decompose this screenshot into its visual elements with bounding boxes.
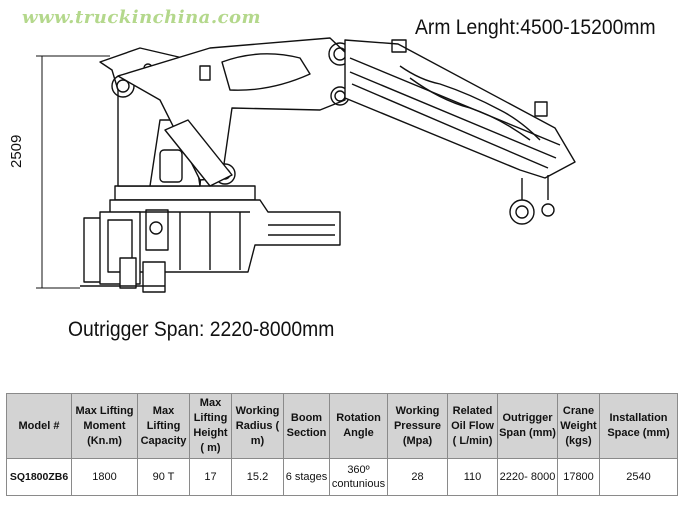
cell-max-lifting-height: 17 — [189, 458, 232, 496]
cell-working-radius: 15.2 — [231, 458, 284, 496]
header-outrigger-span: Outrigger Span (mm) — [497, 393, 558, 459]
specification-table: Model # Max Lifting Moment (Kn.m) Max Li… — [6, 393, 678, 496]
header-working-pressure: Working Pressure (Mpa) — [387, 393, 448, 459]
table-header-row: Model # Max Lifting Moment (Kn.m) Max Li… — [6, 393, 678, 459]
header-installation-space: Installation Space (mm) — [599, 393, 678, 459]
cell-outrigger-span: 2220- 8000 — [497, 458, 558, 496]
cell-installation-space: 2540 — [599, 458, 678, 496]
crane-drawing: www.truckinchina.com Arm Lenght:4500-152… — [8, 7, 656, 341]
header-boom-section: Boom Section — [283, 393, 330, 459]
outrigger-span-label: Outrigger Span: 2220-8000mm — [68, 318, 335, 341]
cell-rotation-angle: 360º contunious — [329, 458, 388, 496]
cell-max-lifting-capacity: 90 T — [137, 458, 190, 496]
cell-boom-section: 6 stages — [283, 458, 330, 496]
watermark-text: www.truckinchina.com — [22, 7, 262, 28]
cell-max-lifting-moment: 1800 — [71, 458, 138, 496]
header-max-lifting-height: Max Lifting Height ( m) — [189, 393, 232, 459]
header-max-lifting-capacity: Max Lifting Capacity — [137, 393, 190, 459]
cell-model: SQ1800ZB6 — [6, 458, 72, 496]
header-rotation-angle: Rotation Angle — [329, 393, 388, 459]
cell-related-oil-flow: 110 — [447, 458, 498, 496]
header-crane-weight: Crane Weight (kgs) — [557, 393, 600, 459]
cell-crane-weight: 17800 — [557, 458, 600, 496]
header-max-lifting-moment: Max Lifting Moment (Kn.m) — [71, 393, 138, 459]
header-working-radius: Working Radius ( m) — [231, 393, 284, 459]
table-row: SQ1800ZB6 1800 90 T 17 15.2 6 stages 360… — [6, 458, 678, 496]
crane-line-drawing — [36, 37, 576, 293]
height-dimension-label: 2509 — [8, 134, 25, 168]
header-model: Model # — [6, 393, 72, 459]
cell-working-pressure: 28 — [387, 458, 448, 496]
arm-length-label: Arm Lenght:4500-15200mm — [415, 16, 656, 39]
header-related-oil-flow: Related Oil Flow ( L/min) — [447, 393, 498, 459]
